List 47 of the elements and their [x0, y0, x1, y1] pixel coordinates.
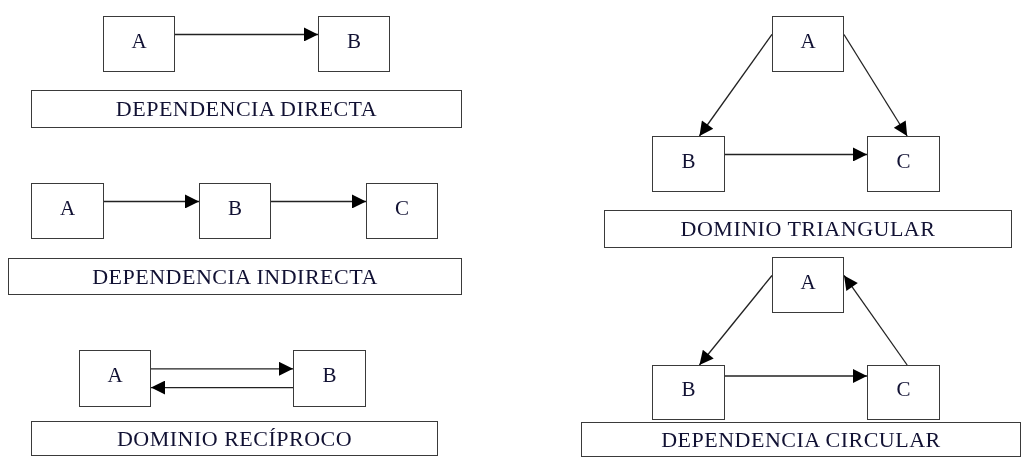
- caption-box: [31, 421, 438, 456]
- node-letter: B: [681, 377, 696, 403]
- process-box: [199, 183, 271, 239]
- process-box: [293, 350, 366, 407]
- process-box: [772, 257, 844, 313]
- node-letter: B: [228, 195, 242, 222]
- caption-text: DEPENDENCIA CIRCULAR: [661, 426, 941, 453]
- process-box: [318, 16, 390, 72]
- process-box: [772, 16, 844, 72]
- caption-box: [581, 422, 1021, 457]
- node-letter: A: [107, 363, 123, 389]
- arrow: [698, 33, 773, 137]
- arrow: [174, 27, 319, 42]
- process-box: [652, 136, 725, 192]
- node-letter: C: [896, 148, 911, 175]
- process-box: [652, 365, 725, 420]
- node-letter: A: [800, 269, 816, 296]
- arrow: [150, 361, 294, 376]
- node-letter: A: [131, 28, 147, 55]
- process-box: [867, 365, 940, 420]
- process-box: [103, 16, 175, 72]
- node-letter: B: [681, 148, 696, 175]
- arrow: [843, 33, 908, 137]
- caption-box: [604, 210, 1012, 248]
- arrow: [724, 147, 868, 162]
- arrow: [150, 380, 294, 395]
- arrow: [698, 274, 773, 366]
- process-box: [31, 183, 104, 239]
- caption-box: [31, 90, 462, 128]
- node-letter: B: [347, 28, 361, 55]
- arrow: [843, 274, 908, 366]
- process-box: [867, 136, 940, 192]
- node-letter: B: [322, 363, 337, 389]
- node-letter: A: [800, 28, 816, 55]
- caption-box: [8, 258, 462, 295]
- arrow: [270, 194, 367, 209]
- caption-text: DOMINIO RECÍPROCO: [116, 425, 353, 452]
- node-letter: C: [896, 377, 911, 403]
- caption-text: DOMINIO TRIANGULAR: [680, 216, 936, 242]
- caption-text: DEPENDENCIA DIRECTA: [115, 96, 378, 122]
- caption-text: DEPENDENCIA INDIRECTA: [92, 263, 378, 290]
- arrow: [724, 369, 868, 383]
- arrow: [103, 194, 200, 209]
- process-box: [366, 183, 438, 239]
- node-letter: A: [59, 195, 76, 222]
- process-box: [79, 350, 151, 407]
- node-letter: C: [395, 195, 409, 222]
